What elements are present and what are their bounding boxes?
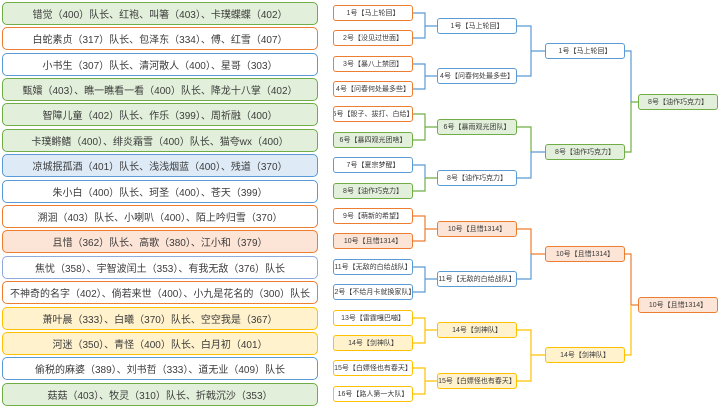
round2-match-box: 4号【问春何处最多些】: [437, 68, 517, 84]
team-roster-row: 偷税的麻婆（389）、刘书哲（333）、道无业（409）队长: [2, 357, 318, 380]
round1-match-box: 5号【骰子、拔打、白给】: [333, 106, 413, 122]
round1-match-box: 1号【马上轮回】: [333, 5, 413, 21]
round2-match-box: 8号【油作巧克力】: [437, 170, 517, 186]
team-roster-row: 焦忧（358）、宇智波闰土（353）、有我无敌（376）队长: [2, 256, 318, 279]
round4-finalist-box: 8号【油作巧克力】: [638, 94, 718, 110]
round1-match-box: 12号【不给月卡就换家队】: [333, 284, 413, 300]
round1-match-box: 13号【雷霆嘎巴嘣】: [333, 310, 413, 326]
round1-match-box: 10号【且惜1314】: [333, 233, 413, 249]
round3-match-box: 8号【油作巧克力】: [545, 144, 625, 160]
round3-match-box: 10号【且惜1314】: [545, 246, 625, 262]
round1-match-box: 15号【白嫖怪也有春天】: [333, 360, 413, 376]
round1-match-box: 3号【暴八上禁团】: [333, 56, 413, 72]
team-roster-row: 白蛇素贞（317）队长、包泽东（334）、傅、红雪（407）: [2, 27, 318, 50]
team-roster-row: 小书生（307）队长、清河散人（400）、星哥（303）: [2, 53, 318, 76]
round3-match-box: 14号【剑神队】: [545, 347, 625, 363]
round2-match-box: 6号【暴雨观光团队】: [437, 119, 517, 135]
round1-match-box: 11号【无敌的白给战队】: [333, 259, 413, 275]
round2-match-box: 11号【无敌的白给战队】: [437, 271, 517, 287]
team-roster-row: 凉城抿孤酒（401）队长、浅浅烟蓝（400）、残道（370）: [2, 154, 318, 177]
round1-match-box: 2号【没见过世面】: [333, 30, 413, 46]
team-roster-row: 且惜（362）队长、高歌（380）、江小和（379）: [2, 230, 318, 253]
team-roster-row: 不神奇的名字（402）、倘若来世（400）、小九是花名的（300）队长: [2, 281, 318, 304]
round1-match-box: 16号【路人第一大队】: [333, 386, 413, 402]
round4-finalist-box: 10号【且惜1314】: [638, 297, 718, 313]
team-roster-row: 朱小白（400）队长、珂圣（400）、苍天（399）: [2, 180, 318, 203]
round1-match-box: 8号【油作巧克力】: [333, 183, 413, 199]
round2-match-box: 14号【剑神队】: [437, 322, 517, 338]
round1-match-box: 4号【问春何处最多些】: [333, 81, 413, 97]
team-roster-row: 溯洄（403）队长、小喇叭（400）、陌上吟归雪（370）: [2, 205, 318, 228]
team-roster-row: 菇菇（403）、牧灵（310）队长、折戟沉沙（353）: [2, 383, 318, 406]
round1-match-box: 7号【夏宗梦醒】: [333, 157, 413, 173]
round1-match-box: 6号【暴四观光团啥】: [333, 132, 413, 148]
team-roster-row: 甄嬛（403）、瞧一瞧看一看（400）队长、降龙十八掌（402）: [2, 78, 318, 101]
team-roster-row: 智障儿童（402）队长、作乐（399）、周祈融（400）: [2, 103, 318, 126]
team-roster-row: 错觉（400）队长、红袍、叫箸（403）、卡璞蝶蝶（402）: [2, 2, 318, 25]
round1-match-box: 9号【萌新的希望】: [333, 208, 413, 224]
round3-match-box: 1号【马上轮回】: [545, 43, 625, 59]
round2-match-box: 15号【白嫖怪也有春天】: [437, 373, 517, 389]
team-roster-row: 萧叶晨（333）、白曦（370）队长、空空我是（367）: [2, 307, 318, 330]
team-roster-row: 卡璞鳉鳍（400）、绯炎霜雪（400）队长、猫夸wx（400）: [2, 129, 318, 152]
round1-match-box: 14号【剑神队】: [333, 335, 413, 351]
round2-match-box: 10号【且惜1314】: [437, 221, 517, 237]
team-roster-row: 河迷（350）、青怪（400）队长、白月初（401）: [2, 332, 318, 355]
round2-match-box: 1号【马上轮回】: [437, 18, 517, 34]
